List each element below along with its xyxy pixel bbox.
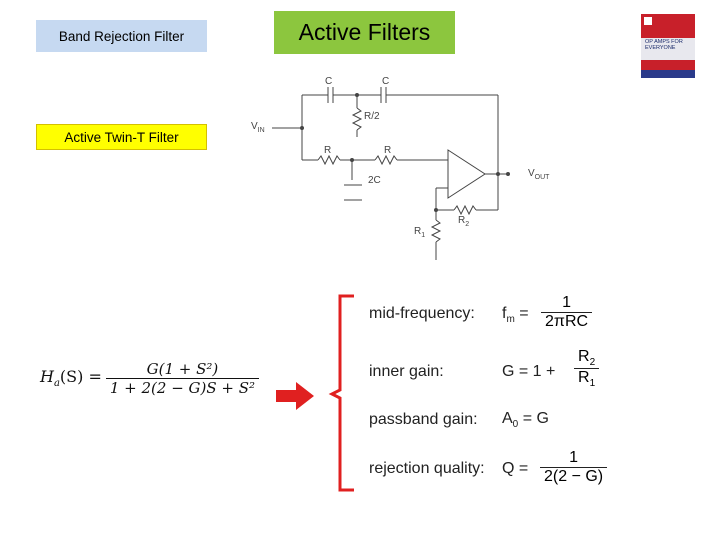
transfer-fraction: G(1 + S²) 1 + 2(2 − G)S + S² bbox=[105, 360, 260, 397]
r1-label: R1 bbox=[414, 226, 425, 239]
arrow-right-icon bbox=[276, 382, 314, 410]
book-cover-image: OP AMPS FOR EVERYONE bbox=[641, 14, 695, 78]
transfer-denominator: 1 + 2(2 − G)S + S² bbox=[109, 379, 256, 397]
page-title: Active Filters bbox=[274, 11, 455, 54]
vout-label: VOUT bbox=[528, 168, 550, 181]
publisher-logo-icon bbox=[644, 17, 652, 25]
passband-gain-expr: A0 = G bbox=[502, 410, 549, 431]
book-cover-footer bbox=[641, 70, 695, 78]
bracket-icon bbox=[328, 294, 354, 492]
inner-gain-label: inner gain: bbox=[369, 363, 444, 380]
transfer-function: Ha(S) = G(1 + S²) 1 + 2(2 − G)S + S² bbox=[40, 360, 260, 397]
band-rejection-label: Band Rejection Filter bbox=[36, 20, 207, 52]
passband-gain-label: passband gain: bbox=[369, 411, 478, 428]
twin-t-label: Active Twin-T Filter bbox=[36, 124, 207, 150]
inner-gain-lhs: G = 1 + bbox=[502, 363, 556, 380]
r-right-label: R bbox=[384, 145, 391, 156]
rejection-quality-label: rejection quality: bbox=[369, 460, 485, 477]
transfer-numerator: G(1 + S²) bbox=[146, 360, 219, 378]
book-title: OP AMPS FOR EVERYONE bbox=[645, 39, 683, 51]
r-half-label: R/2 bbox=[364, 111, 380, 122]
transfer-lhs: Ha(S) = bbox=[40, 367, 102, 390]
vin-label: VIN bbox=[251, 121, 265, 134]
mid-frequency-lhs: fm = bbox=[502, 305, 529, 326]
rejection-quality-lhs: Q = bbox=[502, 460, 529, 477]
c-double-label: 2C bbox=[368, 175, 381, 186]
r2-label: R2 bbox=[458, 215, 469, 228]
c-top-right-label: C bbox=[382, 76, 389, 87]
twin-t-circuit-diagram: VIN C C R/2 R R 2C VOUT R2 R1 bbox=[251, 76, 550, 260]
mid-frequency-label: mid-frequency: bbox=[369, 305, 475, 322]
c-top-left-label: C bbox=[325, 76, 332, 87]
book-cover-band bbox=[641, 38, 695, 60]
r-left-label: R bbox=[324, 145, 331, 156]
